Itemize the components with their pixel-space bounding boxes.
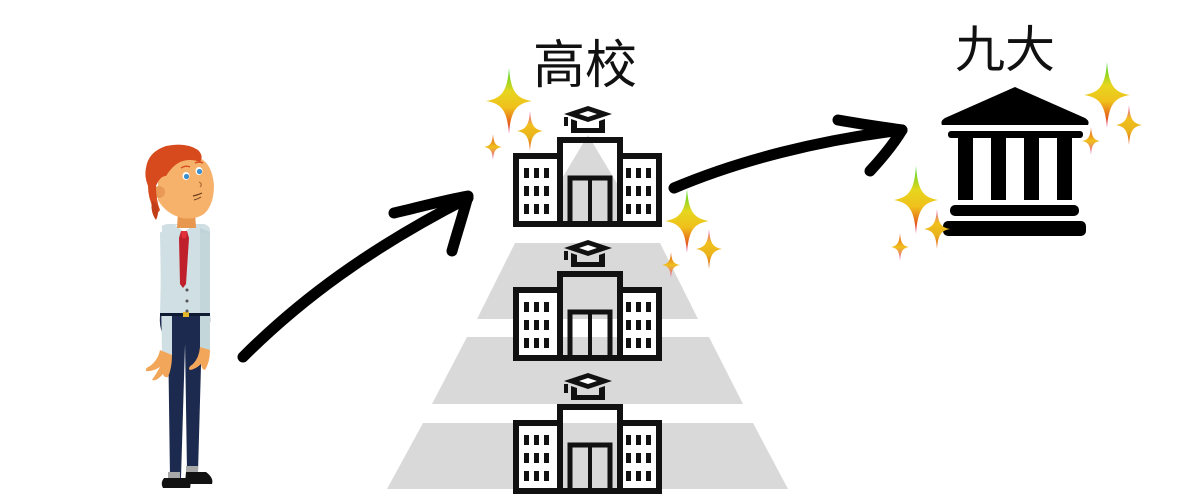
arrow-to-university (668, 114, 908, 194)
pyramid-level-3 (387, 423, 788, 489)
sparkle-icon (891, 233, 909, 261)
university-icon (941, 87, 1089, 236)
sparkle-icon (1084, 62, 1130, 128)
sparkle-icon (665, 189, 709, 253)
sparkle-icon (484, 134, 502, 160)
student-figure (145, 144, 214, 488)
sparkle-icon (486, 68, 532, 134)
sparkle-icon (696, 229, 722, 269)
sparkles-high-school-right (662, 189, 722, 278)
sparkle-icon (1116, 105, 1142, 145)
sparkle-icon (894, 166, 938, 234)
university-label: 九大 (955, 21, 1055, 79)
sparkle-icon (517, 111, 543, 151)
pyramid-level-2 (432, 337, 743, 404)
sparkles-university-right (1082, 62, 1142, 155)
high-school-label: 高校 (533, 36, 638, 96)
arrow-to-high-school (237, 190, 474, 363)
sparkle-icon (924, 209, 950, 249)
sparkles-university-left (891, 166, 950, 261)
sparkle-icon (1082, 127, 1100, 155)
